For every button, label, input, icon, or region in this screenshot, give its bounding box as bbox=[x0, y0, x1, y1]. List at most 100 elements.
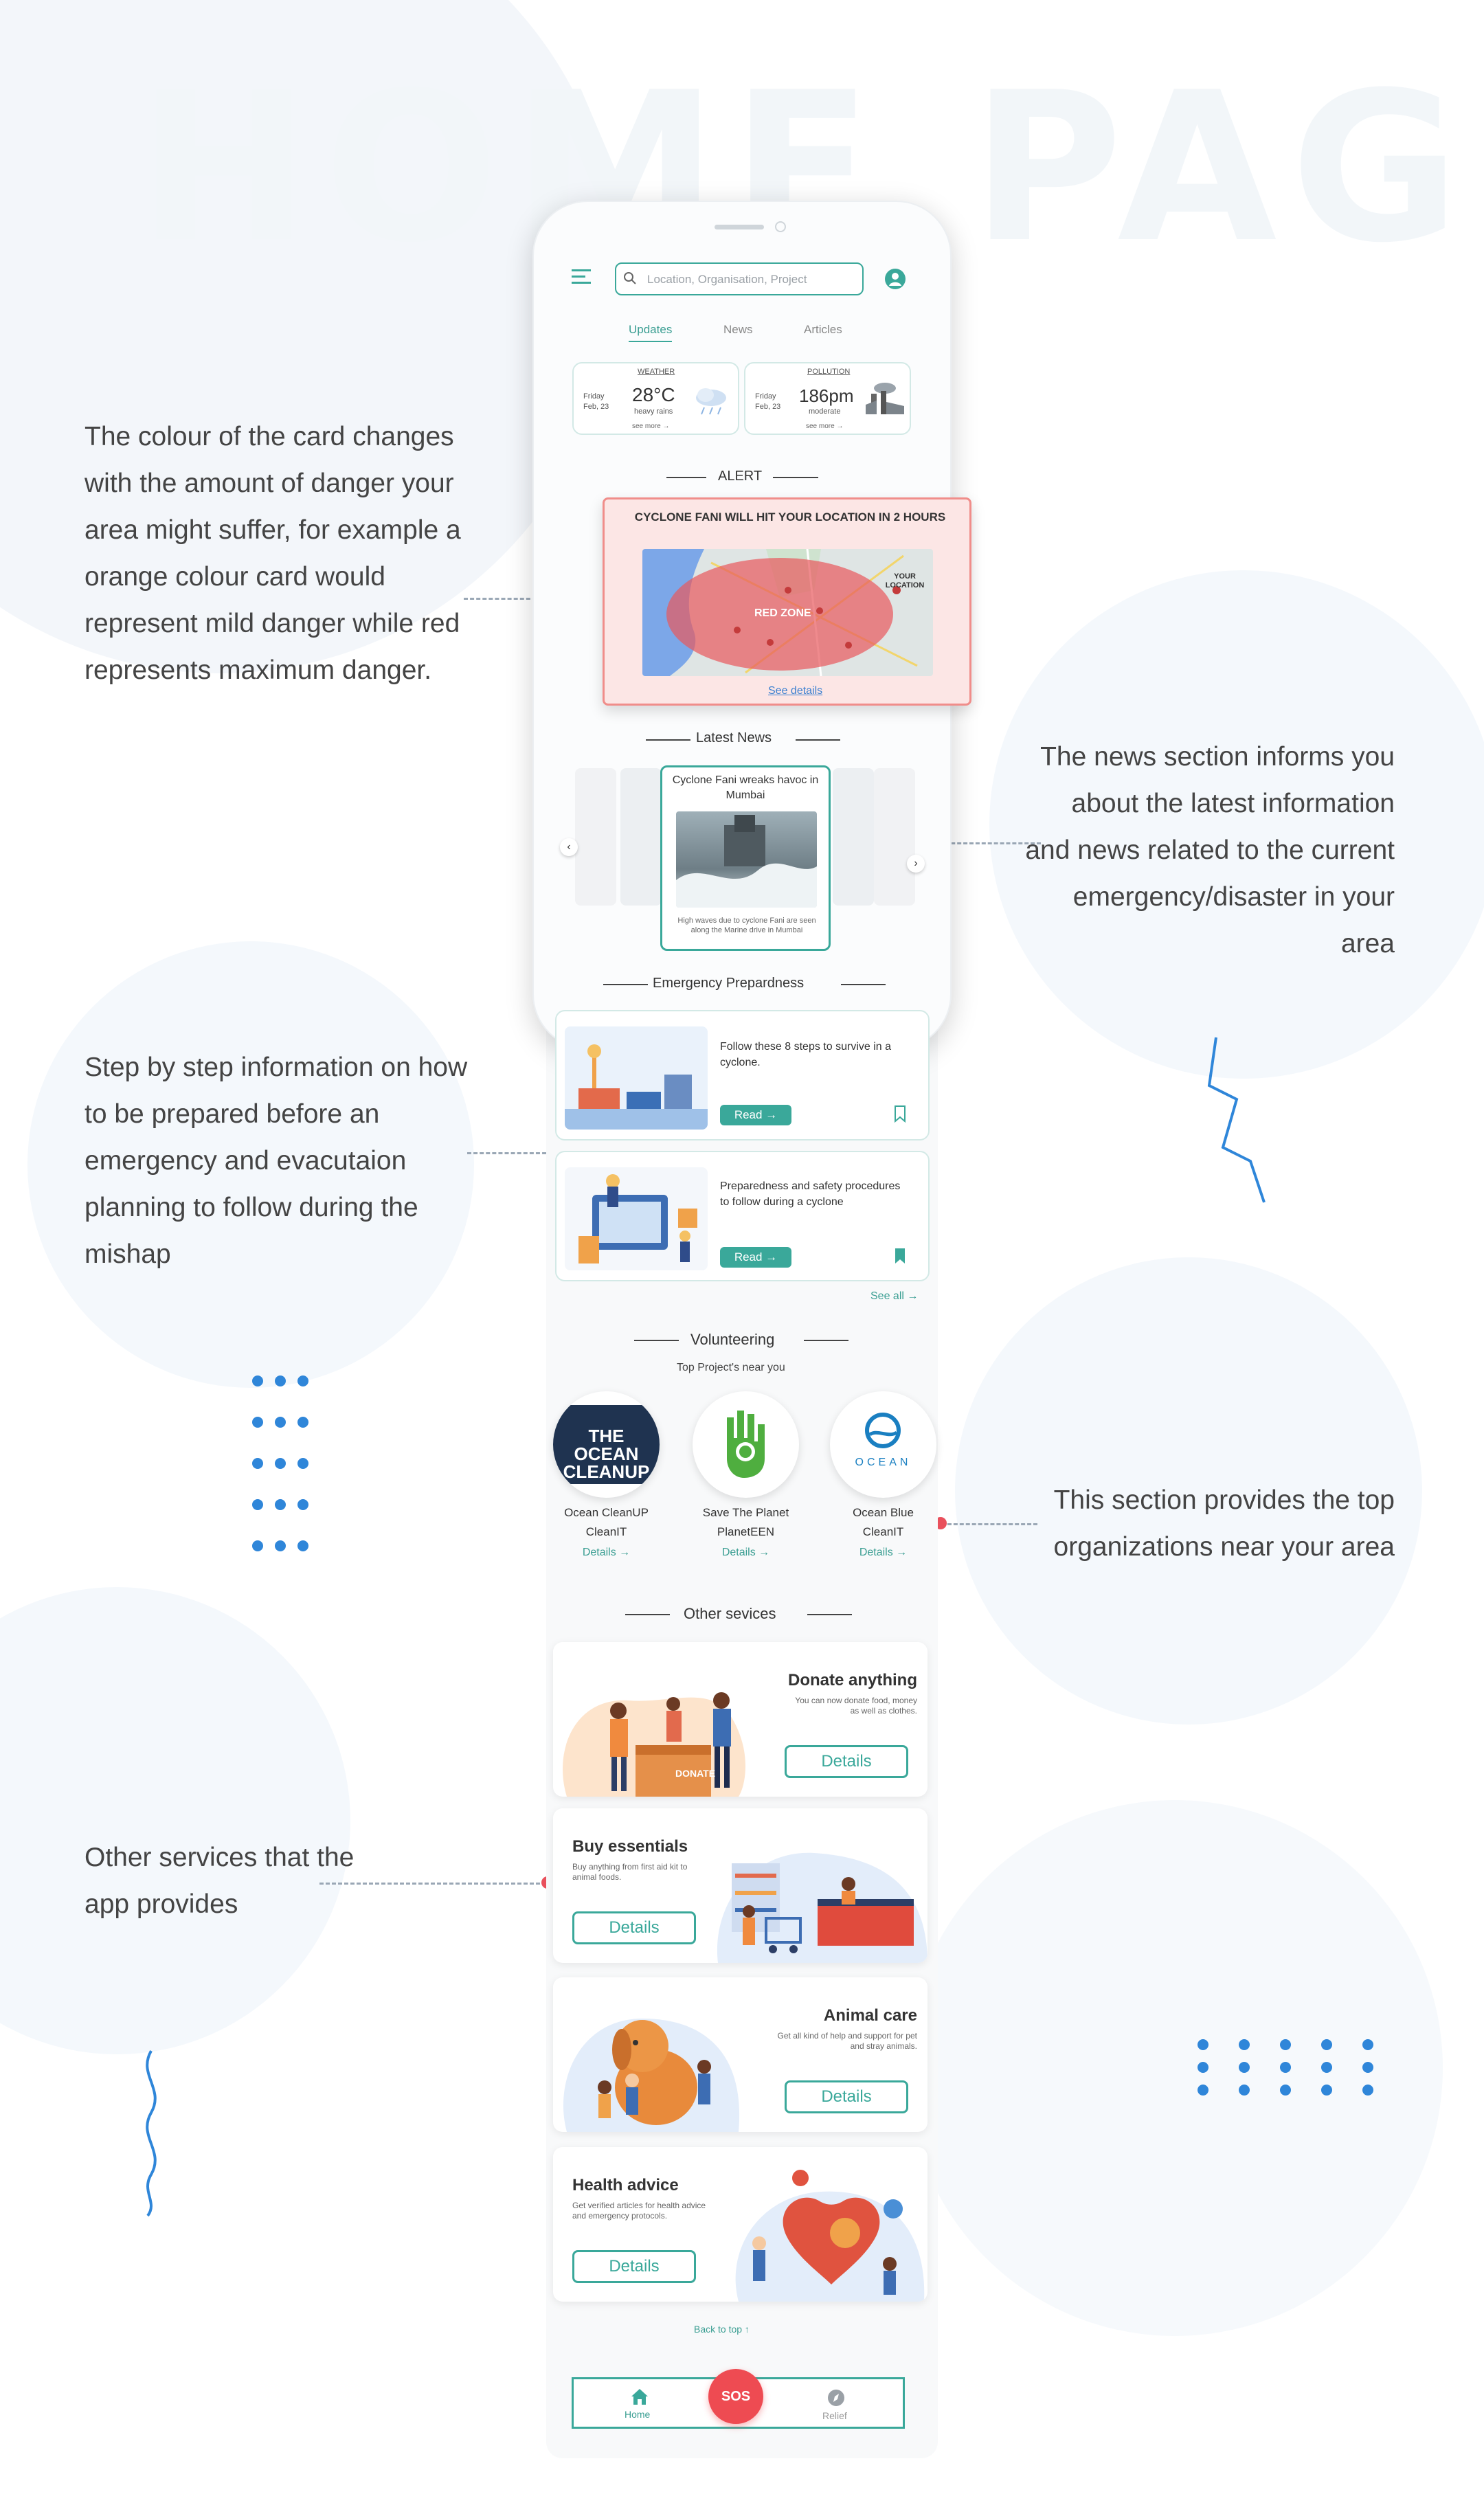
pollution-see-more[interactable]: see more → bbox=[806, 423, 844, 430]
weather-date: Feb, 23 bbox=[583, 403, 609, 411]
news-card[interactable]: Cyclone Fani wreaks havoc in Mumbai High… bbox=[660, 765, 831, 951]
preparedness-text: Follow these 8 steps to survive in a cyc… bbox=[720, 1041, 892, 1068]
org-name: Save The Planet bbox=[702, 1506, 789, 1519]
carousel-prev-button[interactable]: ‹ bbox=[560, 838, 578, 856]
divider bbox=[646, 739, 690, 741]
details-button[interactable]: Details bbox=[785, 1745, 908, 1778]
dot bbox=[1321, 2062, 1332, 2073]
divider bbox=[796, 739, 840, 741]
details-button[interactable]: Details bbox=[572, 2250, 696, 2283]
divider bbox=[841, 984, 886, 985]
pollution-day: Friday bbox=[755, 392, 776, 401]
compass-icon[interactable] bbox=[827, 2388, 846, 2411]
home-icon[interactable] bbox=[629, 2388, 650, 2409]
tab-news[interactable]: News bbox=[723, 323, 753, 336]
weather-see-more[interactable]: see more → bbox=[632, 423, 670, 430]
dot bbox=[1321, 2039, 1332, 2050]
divider bbox=[666, 477, 706, 478]
details-button[interactable]: Details bbox=[572, 1911, 696, 1944]
preparedness-card[interactable]: Preparedness and safety procedures to fo… bbox=[555, 1151, 930, 1281]
org-details-link[interactable]: Details → bbox=[582, 1547, 631, 1558]
nav-home-label[interactable]: Home bbox=[625, 2409, 651, 2420]
donate-sign-text: DONATE bbox=[675, 1768, 716, 1779]
divider bbox=[773, 477, 818, 478]
alert-headline: CYCLONE FANI WILL HIT YOUR LOCATION IN 2… bbox=[634, 510, 946, 524]
dot bbox=[1280, 2039, 1291, 2050]
service-card-donate[interactable]: DONATE Donate anything You can now donat… bbox=[553, 1642, 928, 1797]
preparedness-title: Emergency Prepardness bbox=[653, 976, 805, 991]
bg-circle bbox=[989, 570, 1484, 1079]
org-logo-text: OCEAN bbox=[855, 1457, 912, 1468]
latest-news-title: Latest News bbox=[696, 730, 772, 745]
annotation-alert-card: The colour of the card changes with the … bbox=[85, 422, 461, 685]
nav-relief-label[interactable]: Relief bbox=[822, 2410, 847, 2421]
menu-icon[interactable] bbox=[572, 269, 592, 286]
dot bbox=[1239, 2039, 1250, 2050]
service-card-buy[interactable]: Buy essentials Buy anything from first a… bbox=[553, 1808, 928, 1963]
weather-card[interactable]: WEATHER Friday Feb, 23 28°C heavy rains … bbox=[572, 362, 739, 435]
org-logo-ocean-blue[interactable]: OCEAN bbox=[830, 1391, 936, 1498]
news-card-faded bbox=[874, 768, 915, 906]
connector-line bbox=[941, 1523, 1037, 1525]
sos-button[interactable]: SOS bbox=[708, 2369, 763, 2424]
health-illustration bbox=[735, 2170, 925, 2302]
bookmark-icon[interactable] bbox=[893, 1105, 907, 1126]
preparedness-card[interactable]: Follow these 8 steps to survive in a cyc… bbox=[555, 1010, 930, 1141]
pollution-value: 186pm bbox=[799, 385, 854, 406]
preparedness-illustration bbox=[565, 1026, 708, 1130]
profile-icon[interactable] bbox=[884, 268, 906, 290]
bookmark-filled-icon[interactable] bbox=[893, 1247, 907, 1268]
dot bbox=[252, 1417, 263, 1428]
read-button[interactable]: Read → bbox=[720, 1247, 791, 1268]
dot bbox=[275, 1375, 286, 1386]
factory-icon bbox=[866, 381, 904, 423]
dot bbox=[1198, 2085, 1208, 2096]
red-zone-label: RED ZONE bbox=[754, 607, 811, 619]
divider bbox=[804, 1340, 848, 1341]
tab-articles[interactable]: Articles bbox=[804, 323, 842, 336]
service-card-health[interactable]: Health advice Get verified articles for … bbox=[553, 2147, 928, 2302]
dot bbox=[1239, 2062, 1250, 2073]
dot bbox=[297, 1417, 308, 1428]
dot bbox=[297, 1375, 308, 1386]
connector-line bbox=[319, 1883, 546, 1885]
org-logo-ocean-cleanup[interactable]: THE OCEAN CLEANUP bbox=[553, 1391, 660, 1498]
pollution-card[interactable]: POLLUTION Friday Feb, 23 186pm moderate … bbox=[744, 362, 911, 435]
service-title: Health advice bbox=[572, 2176, 679, 2194]
pollution-title: POLLUTION bbox=[807, 368, 851, 376]
org-logo-save-the-planet[interactable] bbox=[693, 1391, 799, 1498]
phone-speaker bbox=[715, 225, 764, 229]
news-image bbox=[676, 811, 817, 908]
cloud-rain-icon bbox=[690, 383, 732, 420]
details-button[interactable]: Details bbox=[785, 2080, 908, 2113]
dot bbox=[1198, 2062, 1208, 2073]
dot bbox=[1362, 2039, 1373, 2050]
alert-card[interactable]: CYCLONE FANI WILL HIT YOUR LOCATION IN 2… bbox=[603, 497, 971, 706]
dot bbox=[275, 1499, 286, 1510]
alert-map[interactable]: RED ZONE YOUR LOCATION bbox=[642, 549, 933, 676]
divider bbox=[625, 1614, 670, 1615]
your-location-label: YOUR LOCATION bbox=[885, 572, 925, 589]
see-all-link[interactable]: See all → bbox=[870, 1290, 919, 1302]
bg-circle bbox=[907, 1800, 1443, 2336]
alert-see-details-link[interactable]: See details bbox=[768, 685, 823, 697]
dot bbox=[275, 1458, 286, 1469]
back-to-top-link[interactable]: Back to top ↑ bbox=[694, 2324, 750, 2335]
dot bbox=[1362, 2062, 1373, 2073]
carousel-next-button[interactable]: › bbox=[907, 855, 925, 873]
divider bbox=[634, 1340, 679, 1341]
search-input[interactable]: Location, Organisation, Project bbox=[615, 262, 864, 295]
sos-label: SOS bbox=[721, 2389, 751, 2404]
org-details-link[interactable]: Details → bbox=[721, 1547, 770, 1558]
org-sub: CleanIT bbox=[862, 1525, 904, 1538]
org-logo-text: THE OCEAN CLEANUP bbox=[563, 1426, 650, 1482]
shopping-illustration bbox=[717, 1852, 928, 1963]
service-card-animal[interactable]: Animal care Get all kind of help and sup… bbox=[553, 1977, 928, 2132]
tab-updates[interactable]: Updates bbox=[629, 323, 673, 342]
divider bbox=[603, 984, 648, 985]
divider bbox=[807, 1614, 852, 1615]
squiggle-decoration bbox=[1207, 1037, 1266, 1203]
read-button[interactable]: Read → bbox=[720, 1105, 791, 1125]
org-details-link[interactable]: Details → bbox=[859, 1547, 908, 1558]
